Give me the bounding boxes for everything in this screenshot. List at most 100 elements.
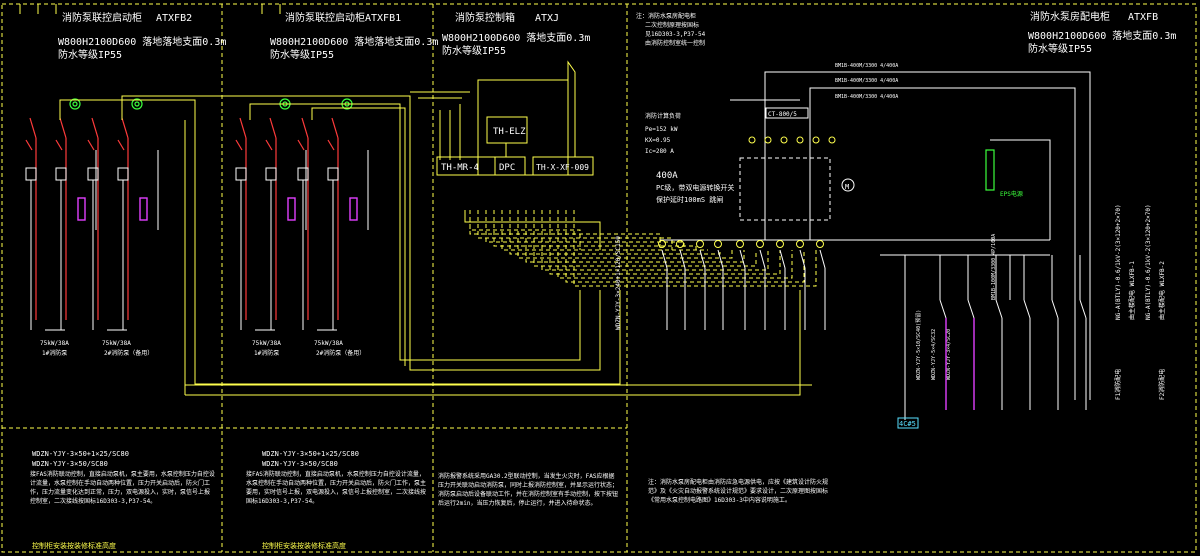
contactor-coil <box>235 167 247 181</box>
branch-breaker <box>939 299 947 319</box>
ct-label: CT-800/5 <box>768 111 797 118</box>
distribution-panel: 注：消防水泵房配电柜 二次控制原理按国标 见16D303-3,P37-54 由消… <box>615 12 1166 429</box>
contactor-contact <box>87 139 95 151</box>
contactor-contact <box>297 139 305 151</box>
calc-pe: Pe=152 kW <box>645 126 678 133</box>
breaker-contact <box>59 117 67 139</box>
p2-cable: WDZN-YJY-3×50+1×25/SC80 <box>262 450 359 458</box>
contactor-coil <box>265 167 277 181</box>
breaker-contact <box>29 117 37 139</box>
control-bundle <box>573 210 817 287</box>
thermal-relay <box>349 197 358 221</box>
status-indicator <box>764 136 772 144</box>
panel-atxj: 消防泵控制箱 ATXJ W800H2100D600 落地支面0.3m 防水等级I… <box>442 11 590 57</box>
out-name-1: 1#消防泵 <box>42 349 67 357</box>
block-th-elz <box>486 116 528 144</box>
panel-atxfb: 消防水泵房配电柜 ATXFB W800H2100D600 落地支面0.3m 防水… <box>1028 10 1176 55</box>
contactor-contact <box>235 139 243 151</box>
feeder-indicator <box>676 240 684 248</box>
contactor-contact <box>265 139 273 151</box>
panel-atxfb-code: ATXFB <box>1128 12 1158 23</box>
feeder-indicator <box>796 240 804 248</box>
panel-atxfb1: 消防泵联控启动柜 ATXFB1 W800H2100D600 落地落地支面0.3m… <box>261 4 438 61</box>
thermal-relay <box>139 197 148 221</box>
control-bundle <box>509 210 721 255</box>
control-bundle <box>549 210 781 275</box>
control-bundle <box>533 210 757 267</box>
branch-breaker <box>1079 299 1087 319</box>
dist-bottom-note: 注：消防水泵房配电柜由消防应急电源供电，应按《建筑设计防火规范》及《火灾自动报警… <box>648 479 828 504</box>
feeder-breaker <box>699 249 706 269</box>
indicator-lamp <box>131 98 143 110</box>
status-indicator <box>828 136 836 144</box>
block-th-mr-label: TH-MR-4 <box>441 163 479 173</box>
contactor-coil <box>327 167 339 181</box>
dist-note-1: 注：消防水泵房配电柜 <box>636 12 696 20</box>
out-kw-2: 75kW/38A <box>102 340 131 347</box>
feeder-breaker <box>819 249 826 269</box>
control-bundle <box>477 210 673 250</box>
block-th-x-xf <box>532 156 594 176</box>
control-bundle <box>525 210 745 263</box>
ctrl-blocks: TH-ELZ TH-MR-4 DPC TH-X-XF-009 <box>436 60 594 176</box>
svg-text:M: M <box>845 183 849 191</box>
panel-atxfb2-title: 消防泵联控启动柜 <box>62 11 142 24</box>
main-breaker-note-1: PC级，带双电源转换开关 <box>656 183 734 192</box>
supply-2: F2消防配电 <box>1158 369 1166 400</box>
p1-footer: 控制柜安装按装修标准高度 <box>32 541 116 550</box>
branch-breaker <box>1023 299 1031 319</box>
panel-atxj-title: 消防泵控制箱 <box>455 11 515 24</box>
control-bundle <box>469 210 661 250</box>
branch-breaker <box>995 299 1003 319</box>
p1-cable2: WDZN-YJY-3×50/SC80 <box>32 460 108 468</box>
branch-breaker <box>1051 299 1059 319</box>
contactor-contact <box>55 139 63 151</box>
p2-note: 接FAS消防联动控制，直接启动泵机，水泵控制压力自控设计流量，水泵控制在手动自动… <box>246 471 426 505</box>
panel-atxfb-ip: 防水等级IP55 <box>1028 42 1092 55</box>
feeder-breaker <box>679 249 686 269</box>
breaker-contact <box>91 117 99 139</box>
feeder-1-label: BM1B-400M/3300 4/400A <box>835 63 898 69</box>
dist-note-3: 见16D303-3,P37-54 <box>645 31 706 38</box>
branch-breaker <box>967 299 975 319</box>
block-dpc <box>494 156 526 176</box>
wiring-1: WDZN-YJY-5×10/SC40(预留) <box>915 310 922 380</box>
panel-frames <box>1 3 1197 553</box>
control-wiring <box>59 91 812 396</box>
dist-note-2: 二次控制原理按国标 <box>645 21 699 29</box>
contactor-contact <box>117 139 125 151</box>
output-labels: 75kW/38A 1#消防泵 75kW/38A 2#消防泵（备用） 75kW/3… <box>40 340 365 357</box>
calc-head: 消防计算负荷 <box>645 112 681 120</box>
control-bundle <box>557 210 793 279</box>
p1-note: 接FAS消防联动控制，直接启动泵机，泵主要用，水泵控制压力自控设计流量，水泵控制… <box>30 471 215 505</box>
cable-in-1: NG-A(BTLY)-0.6/1kV-2(3×120+2×70) <box>1115 204 1122 320</box>
motor-starter-circuits <box>25 98 369 331</box>
feeder-indicator <box>816 240 824 248</box>
tag-4c5: 4C#5 <box>899 420 916 428</box>
breaker-contact <box>301 117 309 139</box>
contactor-contact <box>25 139 33 151</box>
main-breaker-note-2: 保护延时100mS 跳闸 <box>656 195 723 204</box>
dist-note-4: 由消防控制室统一控制 <box>645 39 705 47</box>
calc-ic: Ic=280 A <box>645 148 674 155</box>
distribution-feeders <box>658 136 836 330</box>
out-kw-4: 75kW/38A <box>314 340 343 347</box>
feeder-indicator <box>776 240 784 248</box>
feeder-2-label: BM1B-400M/3300 4/400A <box>835 78 898 84</box>
feeder-breaker <box>717 249 724 269</box>
out-name-3: 1#消防泵 <box>254 349 279 357</box>
out-name-2: 2#消防泵（备用） <box>104 349 153 357</box>
cap-label: EPS电源 <box>1000 190 1023 198</box>
calc-kx: KX=0.95 <box>645 137 671 144</box>
indicator-lamp <box>69 98 81 110</box>
panel-atxfb1-title: 消防泵联控启动柜 <box>285 11 365 24</box>
lower-feeder-branches <box>939 255 1087 410</box>
control-bundles <box>469 210 817 287</box>
contactor-coil <box>55 167 67 181</box>
breaker-contact <box>331 117 339 139</box>
contactor-coil <box>117 167 129 181</box>
contactor-coil <box>25 167 37 181</box>
breaker-contact <box>269 117 277 139</box>
src-1: 由主楼配电 WLXFB-1 <box>1128 261 1136 320</box>
indicator-lamp-core <box>134 101 140 107</box>
